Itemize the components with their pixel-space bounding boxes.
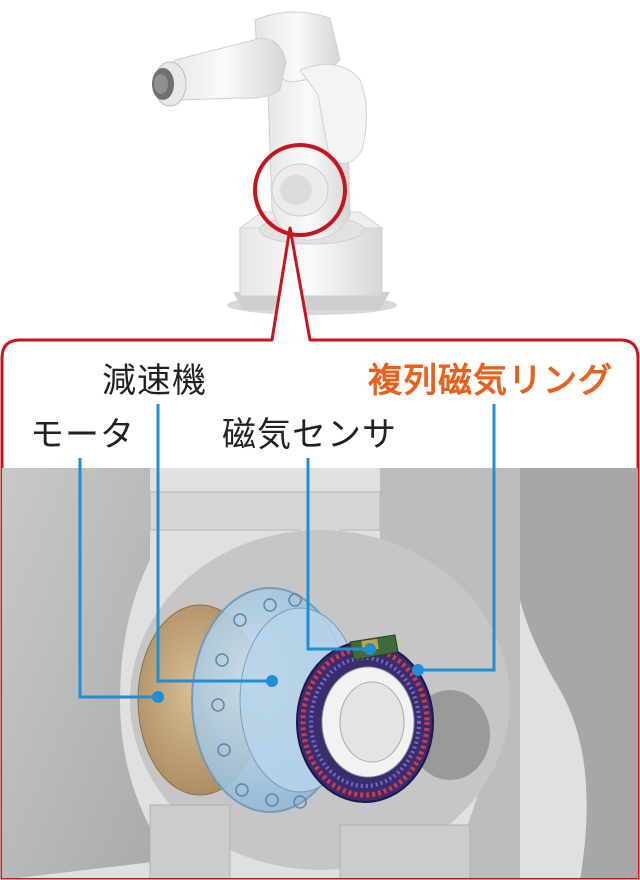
leader-dots (152, 643, 424, 703)
motor-label: モータ (30, 415, 135, 455)
robot-arm-illustration (152, 11, 397, 315)
leader-sensor (306, 458, 370, 651)
leader-ring (418, 404, 496, 672)
magnetic-sensor-label: 磁気センサ (222, 415, 397, 455)
reducer-label: 減速機 (102, 361, 207, 401)
highlight-circle (253, 143, 347, 237)
leader-motor (78, 458, 158, 699)
magnetic-ring-part (296, 641, 434, 803)
leader-lines (78, 404, 496, 699)
leader-reducer (156, 404, 272, 683)
cutaway-view (2, 468, 638, 878)
double-row-magnetic-ring-label: 複列磁気リング (368, 361, 613, 401)
